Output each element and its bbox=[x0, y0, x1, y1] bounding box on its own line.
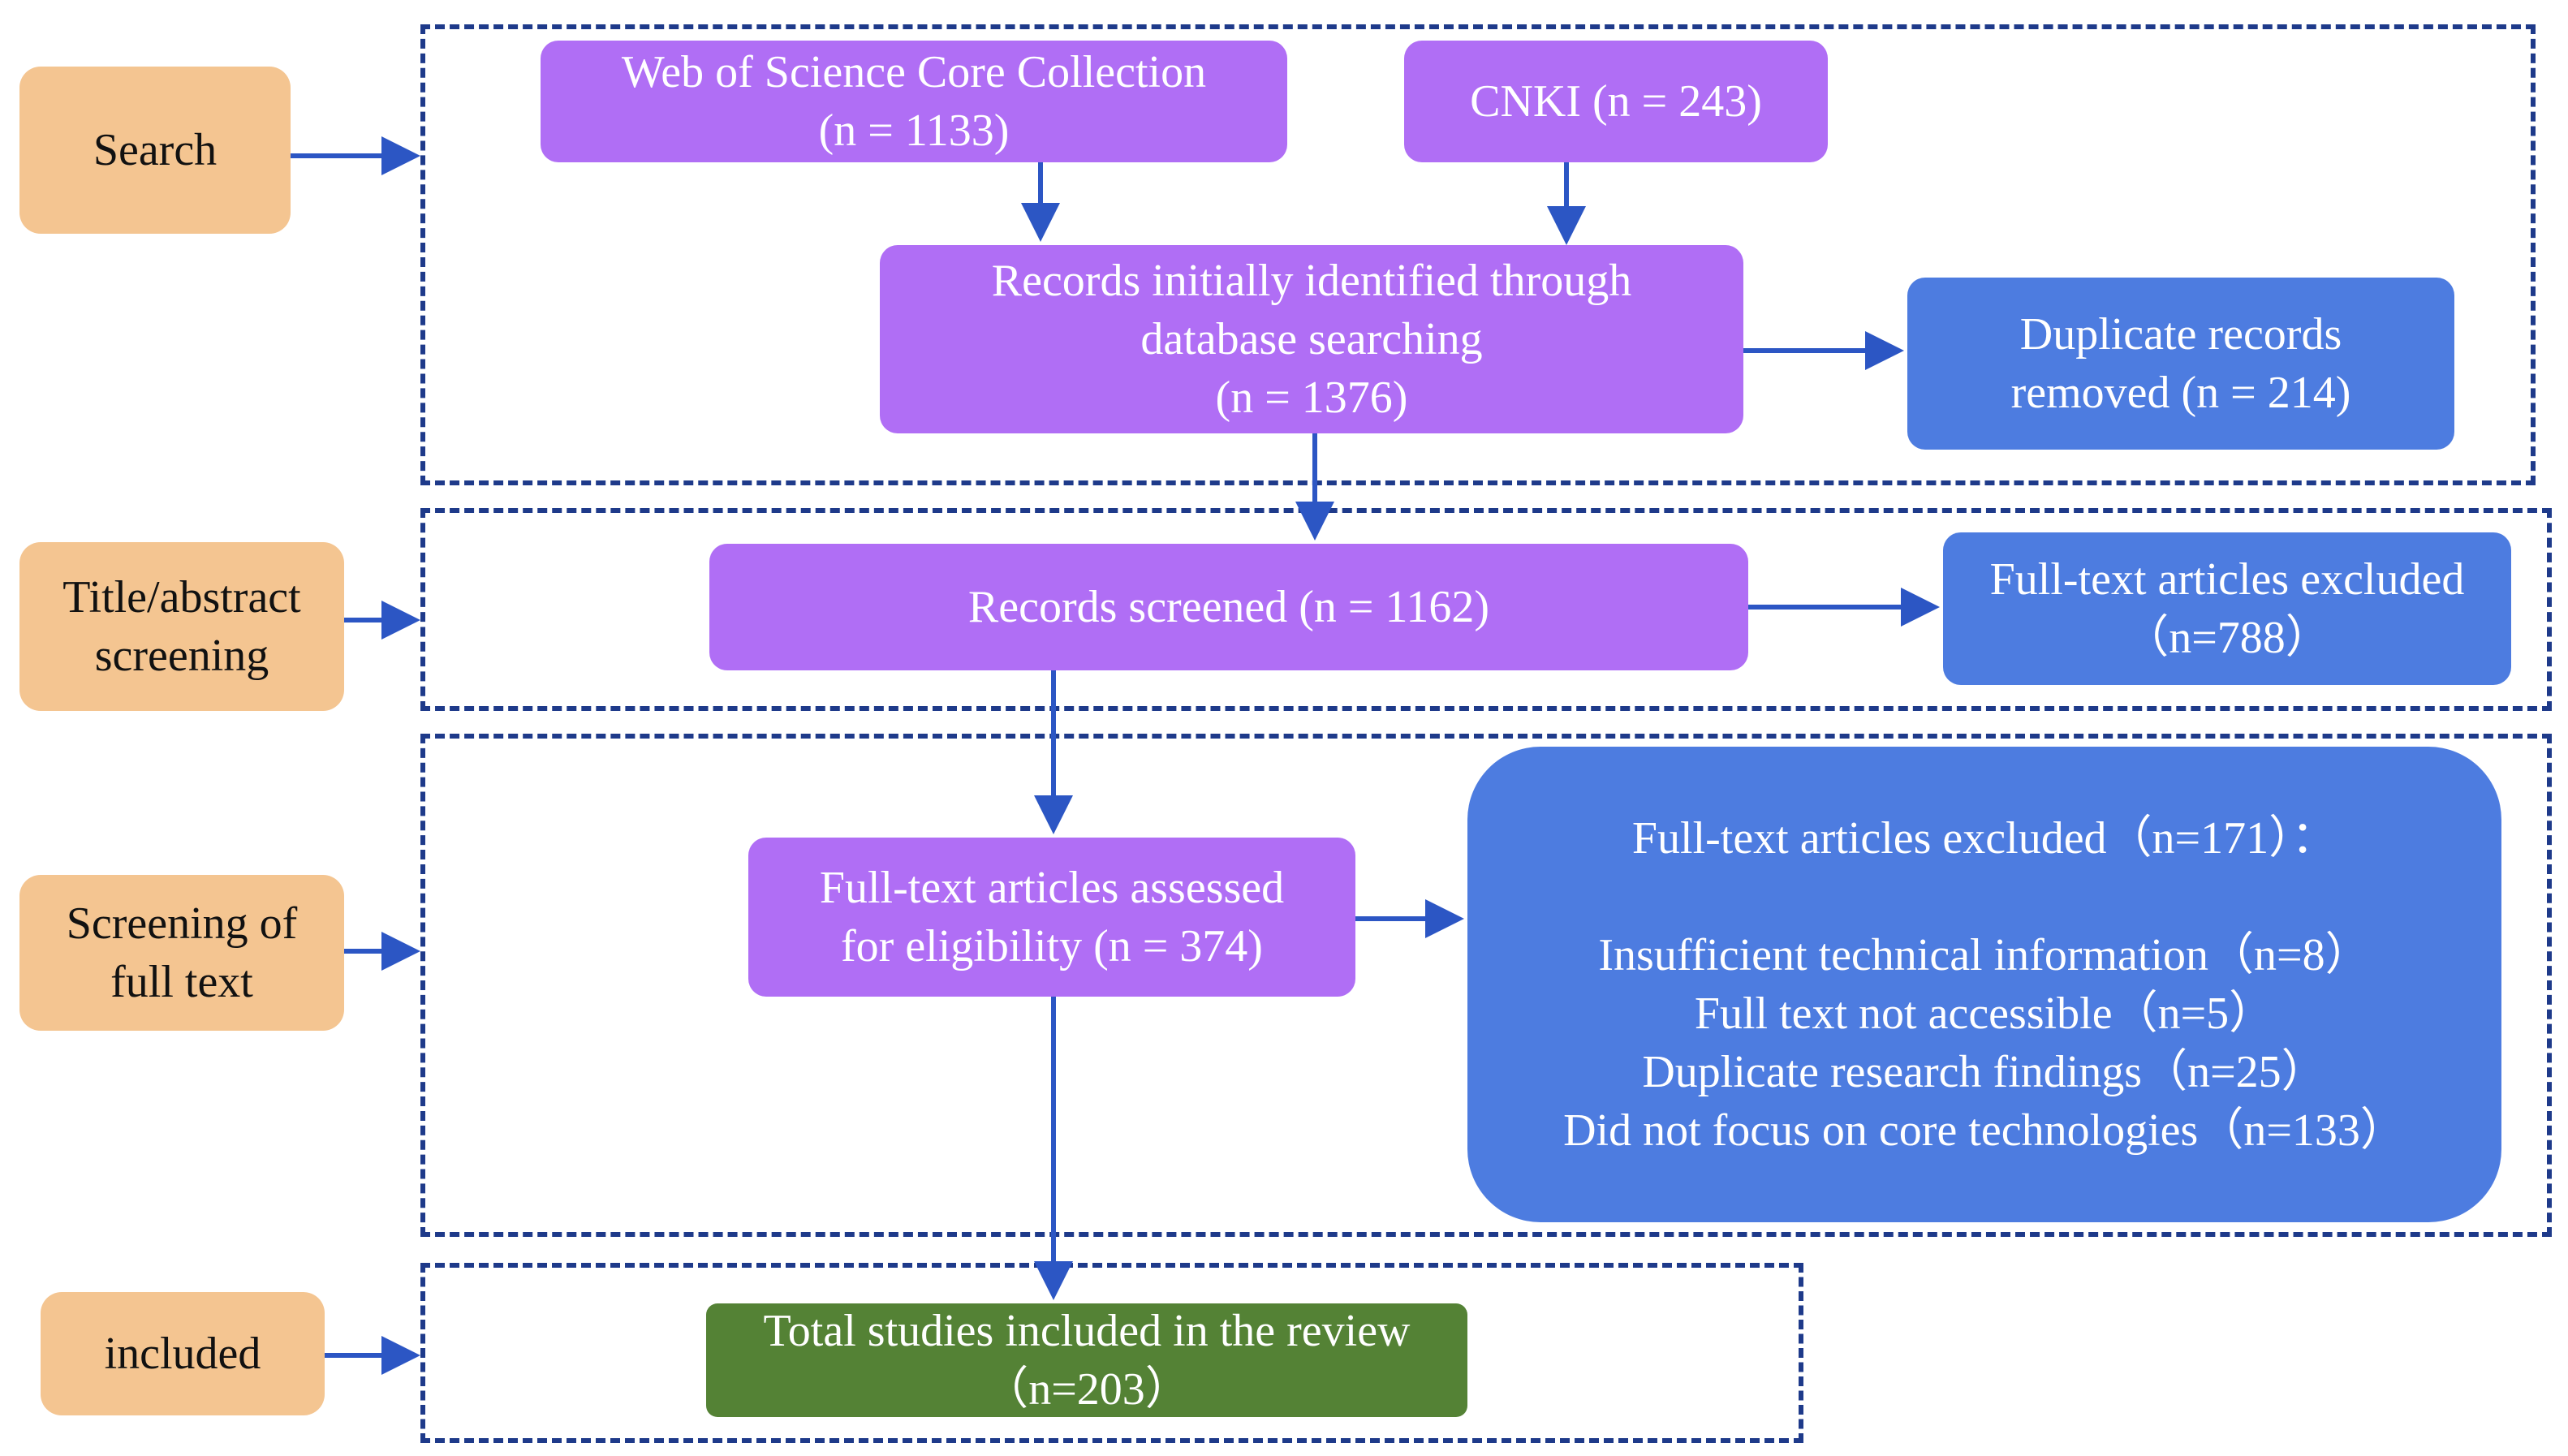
records-identified-box: Records initially identified through dat… bbox=[880, 245, 1743, 433]
stage-label-full-text: Screening of full text bbox=[19, 875, 344, 1031]
exclusion-reason: Duplicate research findings（n=25） bbox=[1642, 1047, 2327, 1097]
cnki-source-line-1: CNKI (n = 243) bbox=[1470, 76, 1762, 127]
stage-label-title-abstract-line-1: Title/abstract bbox=[62, 572, 301, 622]
records-screened-line-1: Records screened (n = 1162) bbox=[967, 582, 1490, 632]
wos-source-box: Web of Science Core Collection (n = 1133… bbox=[541, 41, 1287, 162]
duplicates-removed-box: Duplicate records removed (n = 214) bbox=[1907, 278, 2454, 450]
cnki-source-box: CNKI (n = 243) bbox=[1404, 41, 1828, 162]
screening-excluded-line-2: （n=788） bbox=[2123, 613, 2331, 663]
exclusion-reason: Insufficient technical information（n=8） bbox=[1598, 930, 2371, 980]
eligibility-phase-group bbox=[420, 734, 2552, 1237]
stage-label-included-line-1: included bbox=[104, 1329, 261, 1379]
duplicates-removed-line-2: removed (n = 214) bbox=[2010, 368, 2351, 418]
duplicates-removed-line-1: Duplicate records bbox=[2019, 309, 2342, 360]
screening-phase-group bbox=[420, 508, 2552, 711]
records-screened-box: Records screened (n = 1162) bbox=[709, 544, 1748, 670]
full-text-assessed-line-2: for eligibility (n = 374) bbox=[841, 921, 1263, 971]
records-identified-line-3: (n = 1376) bbox=[1215, 373, 1408, 423]
stage-label-included: included bbox=[41, 1292, 325, 1415]
screening-excluded-line-1: Full-text articles excluded bbox=[1989, 554, 2465, 605]
exclusion-reason: Full text not accessible（n=5） bbox=[1694, 989, 2275, 1039]
stage-label-full-text-line-1: Screening of bbox=[66, 898, 298, 949]
full-text-assessed-line-1: Full-text articles assessed bbox=[819, 863, 1285, 913]
stage-label-title-abstract: Title/abstract screening bbox=[19, 542, 344, 711]
total-included-line-2: （n=203） bbox=[983, 1364, 1191, 1415]
included-phase-group bbox=[420, 1263, 1803, 1443]
stage-label-title-abstract-line-2: screening bbox=[94, 631, 269, 681]
full-text-excluded-heading: Full-text articles excluded（n=171）： bbox=[1631, 813, 2337, 864]
full-text-excluded-box: Full-text articles excluded（n=171）： Insu… bbox=[1467, 747, 2501, 1222]
total-included-line-1: Total studies included in the review bbox=[763, 1306, 1411, 1356]
stage-label-full-text-line-2: full text bbox=[110, 957, 253, 1007]
exclusion-reason: Did not focus on core technologies（n=133… bbox=[1563, 1105, 2406, 1156]
full-text-assessed-box: Full-text articles assessed for eligibil… bbox=[748, 838, 1355, 997]
screening-excluded-box: Full-text articles excluded （n=788） bbox=[1943, 532, 2511, 685]
stage-label-search: Search bbox=[19, 67, 291, 234]
records-identified-line-2: database searching bbox=[1140, 314, 1483, 364]
total-included-box: Total studies included in the review （n=… bbox=[706, 1303, 1467, 1417]
records-identified-line-1: Records initially identified through bbox=[991, 256, 1632, 306]
search-phase-group bbox=[420, 24, 2536, 485]
stage-label-search-line-1: Search bbox=[93, 125, 218, 175]
wos-source-line-2: (n = 1133) bbox=[818, 106, 1010, 156]
wos-source-line-1: Web of Science Core Collection bbox=[621, 47, 1207, 97]
